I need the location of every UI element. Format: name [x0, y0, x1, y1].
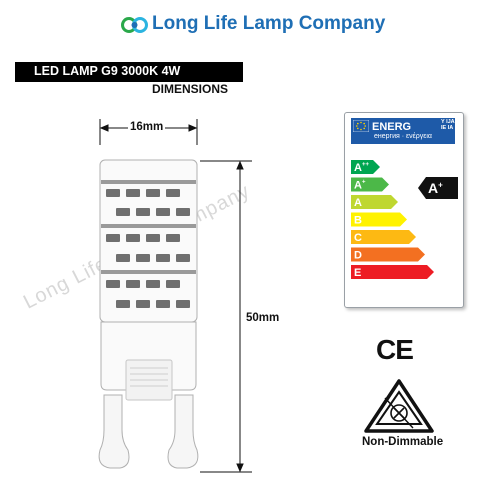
- energy-suffix-line-1: Y IJA: [441, 119, 455, 125]
- energy-class-bar: B: [351, 212, 407, 227]
- eu-flag-icon: [353, 120, 369, 132]
- non-dimmable-label: Non-Dimmable: [362, 436, 444, 448]
- ce-mark-icon: CE: [376, 334, 414, 365]
- energy-class-bar: C: [351, 230, 416, 244]
- energy-class-bar: A+: [351, 177, 389, 192]
- energy-label-subtitle: енергия · ενέργεια: [374, 133, 432, 140]
- brand-logo-icon: [121, 17, 148, 33]
- energy-label-suffix: Y IJA IE IA: [441, 119, 455, 131]
- title-bar: [15, 62, 243, 82]
- energy-class-sup: ++: [362, 162, 370, 168]
- energy-label-title: ENERG: [372, 121, 412, 133]
- non-dimmable-icon: [364, 379, 434, 433]
- product-subtitle: DIMENSIONS: [152, 82, 229, 96]
- energy-class-label: D: [354, 250, 362, 262]
- energy-suffix-line-2: IE IA: [441, 125, 454, 131]
- energy-class-bar: D: [351, 247, 425, 262]
- energy-rating-arrow: [418, 177, 458, 199]
- energy-class-label: C: [354, 232, 362, 244]
- energy-class-bar: A++: [351, 160, 380, 174]
- energy-rating-label: A+: [428, 180, 443, 196]
- energy-class-label: A: [354, 197, 362, 209]
- energy-class-sup: +: [362, 180, 366, 186]
- brand-name: Long Life Lamp Company: [152, 13, 386, 34]
- energy-class-bar: E: [351, 265, 434, 279]
- energy-class-bar: A: [351, 195, 398, 209]
- height-dimension-label: 50mm: [246, 312, 280, 324]
- product-title: LED LAMP G9 3000K 4W: [34, 64, 181, 78]
- width-dimension-label: 16mm: [128, 121, 166, 133]
- energy-class-label: B: [354, 215, 362, 227]
- energy-rating-letter: A: [428, 180, 439, 196]
- energy-class-label: A: [354, 180, 362, 192]
- energy-class-label: E: [354, 267, 361, 279]
- energy-class-label: A: [354, 162, 362, 174]
- energy-rating-sup: +: [438, 180, 443, 190]
